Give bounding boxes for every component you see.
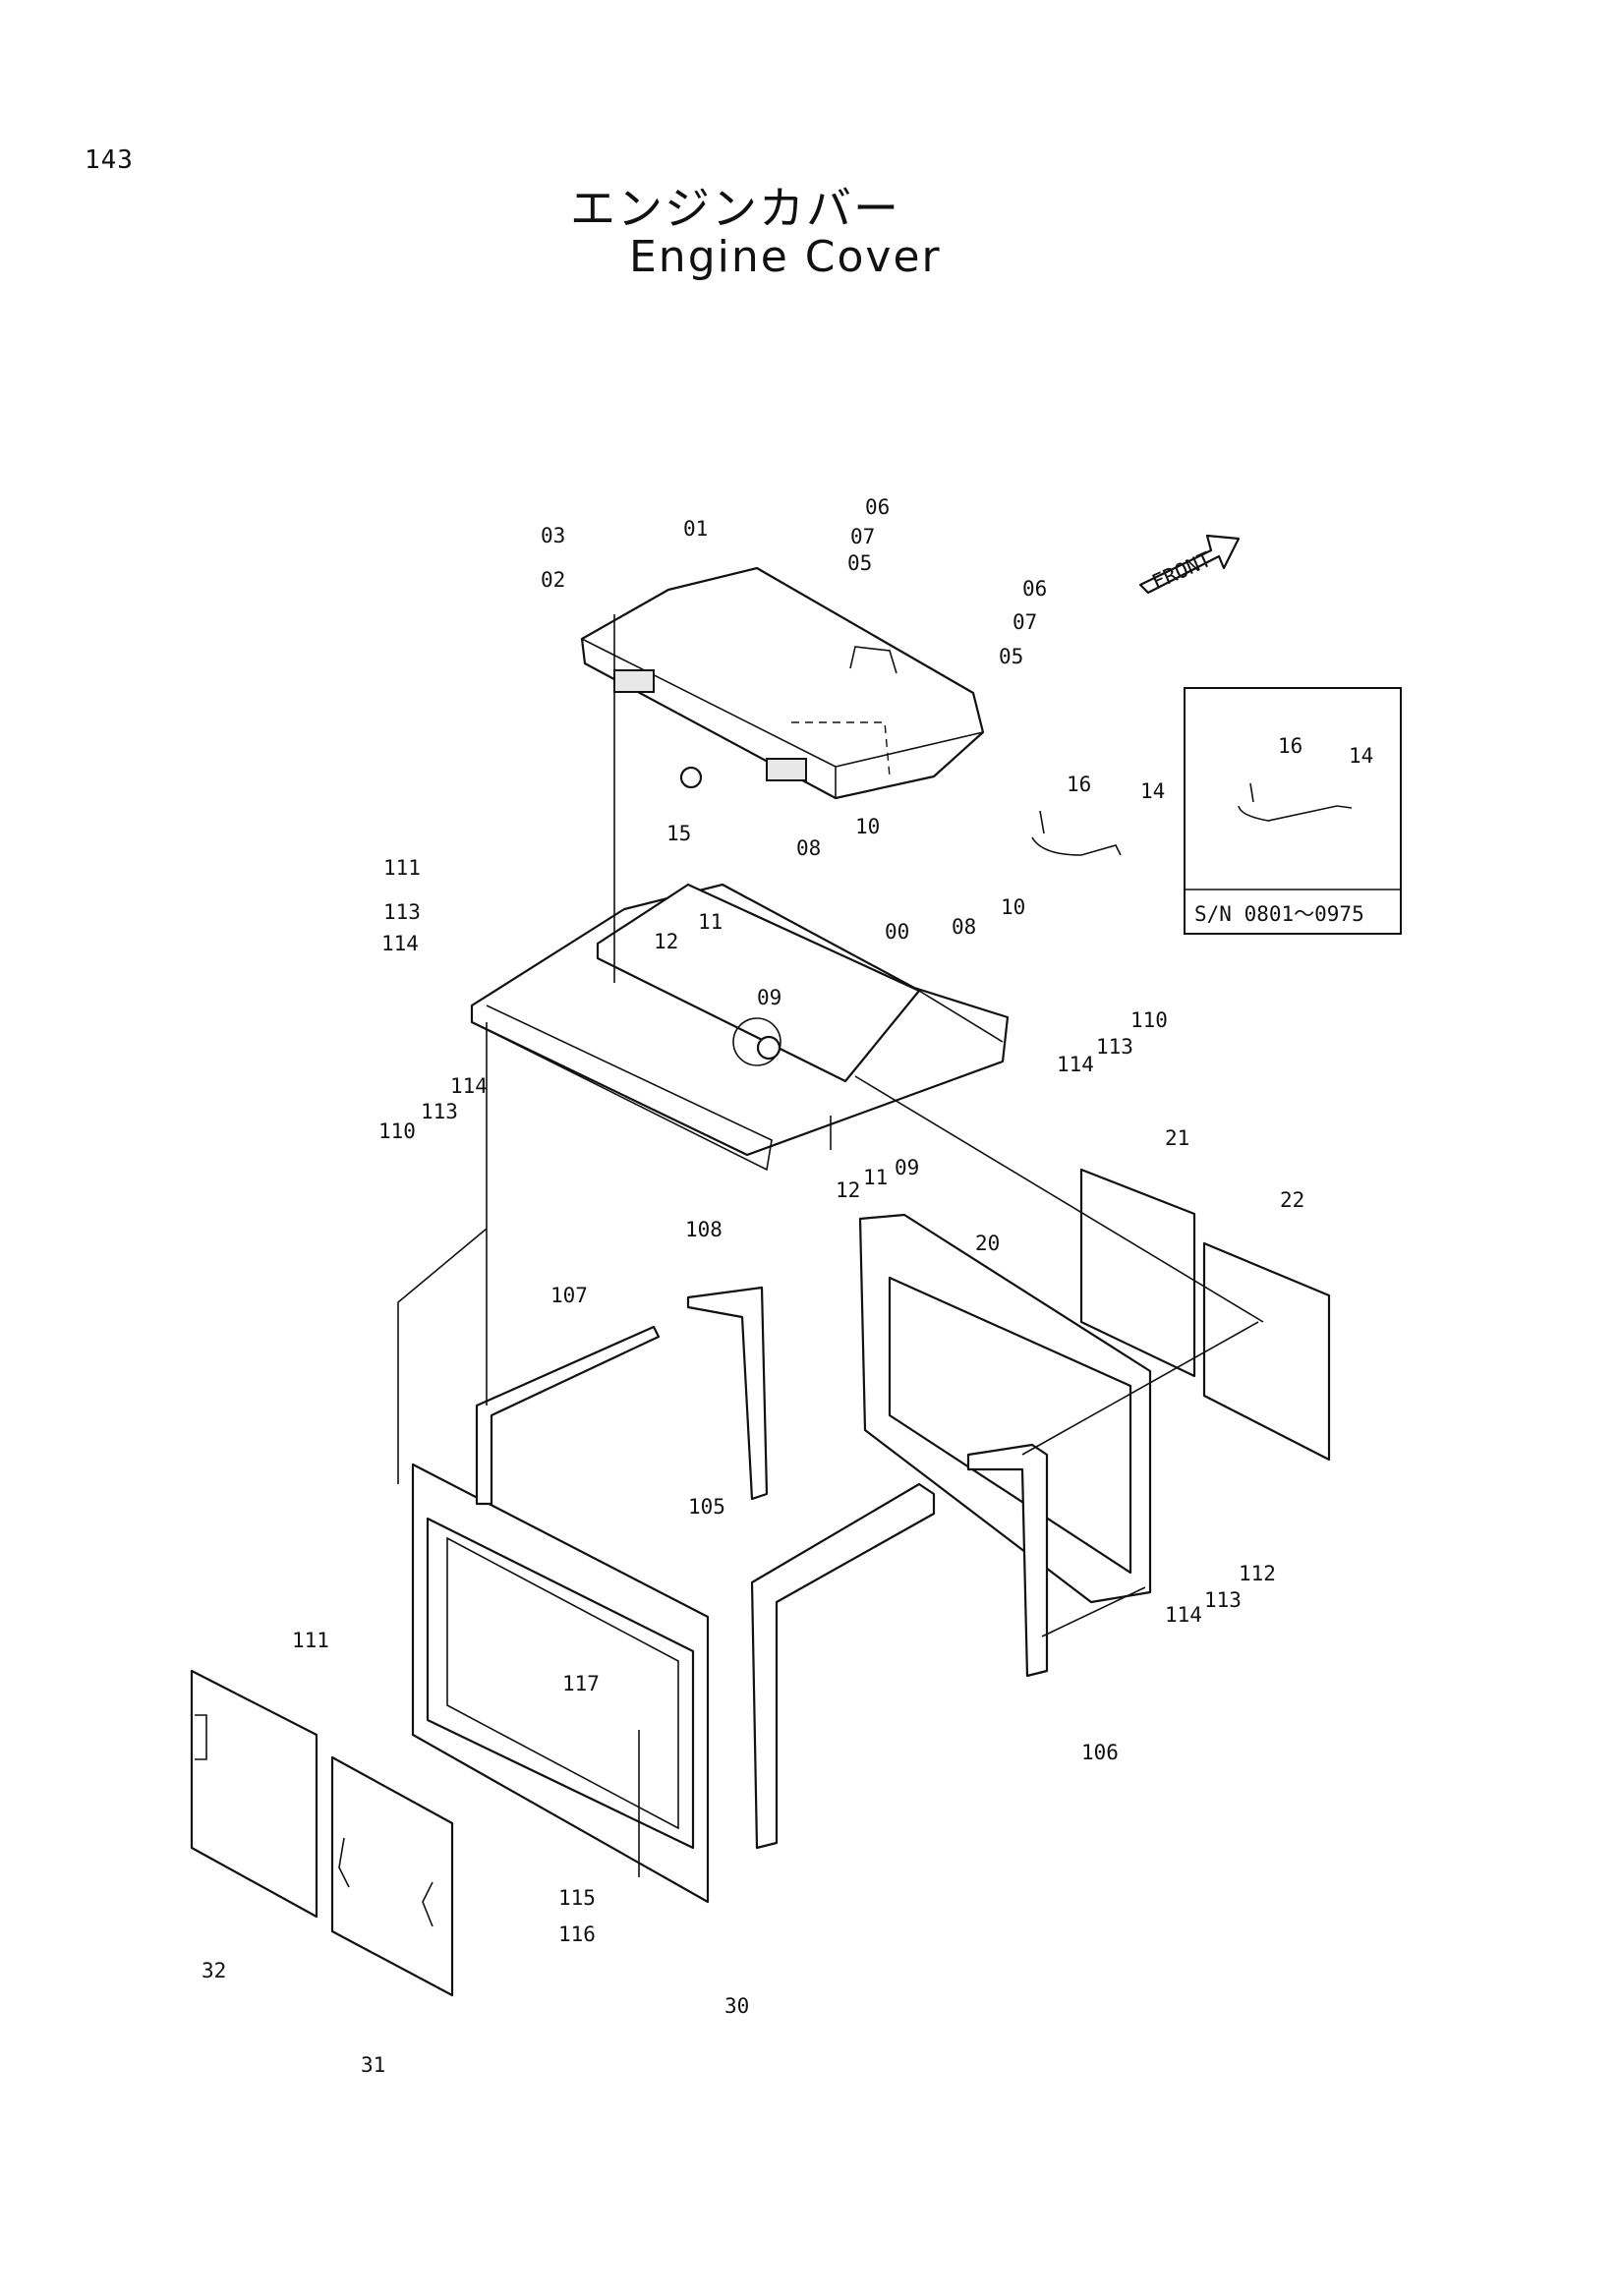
door-panel-31 [330,1755,454,1997]
label-113-a: 113 [383,900,421,924]
label-110-b: 110 [1130,1008,1168,1032]
label-31: 31 [361,2053,385,2077]
label-15: 15 [666,822,691,845]
front-panel-frame-30 [411,1463,710,1904]
label-14: 14 [1140,779,1165,803]
side-panel-frame-20 [858,1213,1152,1604]
label-09-a: 09 [757,986,781,1009]
inset-label-16: 16 [1278,734,1302,758]
label-06-a: 06 [865,495,890,519]
label-32: 32 [202,1959,226,1982]
label-07-a: 07 [850,525,875,548]
label-114-b: 114 [450,1074,488,1098]
label-05-b: 05 [999,645,1023,668]
label-115: 115 [558,1886,596,1910]
title-japanese: エンジンカバー [570,182,900,235]
label-16: 16 [1067,773,1091,796]
label-114-c: 114 [1057,1053,1094,1076]
label-10-a: 10 [855,815,880,838]
label-113-d: 113 [1204,1588,1242,1612]
label-113-b: 113 [421,1100,458,1123]
inset-label-14: 14 [1349,744,1373,768]
label-114-d: 114 [1165,1603,1202,1627]
support-bracket-105 [750,1482,936,1850]
label-106: 106 [1081,1741,1119,1764]
label-10-b: 10 [1001,895,1025,919]
label-12-b: 12 [836,1178,860,1202]
label-116: 116 [558,1923,596,1946]
serial-inset-box: S/N 0801～0975 16 14 [1184,687,1402,935]
page-number: 143 [85,145,134,175]
label-105: 105 [688,1495,725,1519]
label-114-a: 114 [381,932,419,955]
label-113-c: 113 [1096,1035,1133,1059]
label-03: 03 [541,524,565,547]
label-111-a: 111 [383,856,421,880]
label-12-a: 12 [654,930,678,953]
label-112: 112 [1239,1562,1276,1585]
support-post-106 [966,1443,1049,1678]
label-01: 01 [683,517,708,541]
label-21: 21 [1165,1126,1189,1150]
label-08-a: 08 [796,836,821,860]
label-108: 108 [685,1218,723,1241]
label-06-b: 06 [1022,577,1047,601]
label-07-b: 07 [1012,610,1037,634]
label-107: 107 [550,1284,588,1307]
side-cover-21 [1079,1168,1196,1378]
label-08-b: 08 [952,915,976,939]
label-20: 20 [975,1232,1000,1255]
prop-rod-14 [1031,810,1122,856]
label-11-a: 11 [698,910,723,934]
label-30: 30 [724,1994,749,2018]
label-11-b: 11 [863,1166,888,1189]
label-117: 117 [562,1672,600,1695]
label-09-b: 09 [895,1156,919,1179]
front-marker-label: FRONT [1148,547,1215,595]
label-111-b: 111 [292,1629,329,1652]
label-00: 00 [885,920,909,944]
top-frame-00 [470,883,1010,1172]
support-post-108 [686,1286,769,1501]
title-english: Engine Cover [629,232,942,282]
label-110-a: 110 [378,1119,416,1143]
top-lid-panel-01 [580,566,985,800]
support-post-107 [475,1325,661,1506]
label-22: 22 [1280,1188,1304,1212]
front-arrow-icon: FRONT [1138,534,1241,595]
assembly-lines [397,614,1264,1877]
door-panel-32 [190,1669,318,1919]
label-05-a: 05 [847,551,872,575]
side-cover-22 [1202,1241,1331,1462]
serial-range-label: S/N 0801～0975 [1194,902,1364,926]
label-02: 02 [541,568,565,592]
part-labels: 00 01 02 03 05 05 06 06 07 07 08 08 09 0… [202,495,1304,2077]
